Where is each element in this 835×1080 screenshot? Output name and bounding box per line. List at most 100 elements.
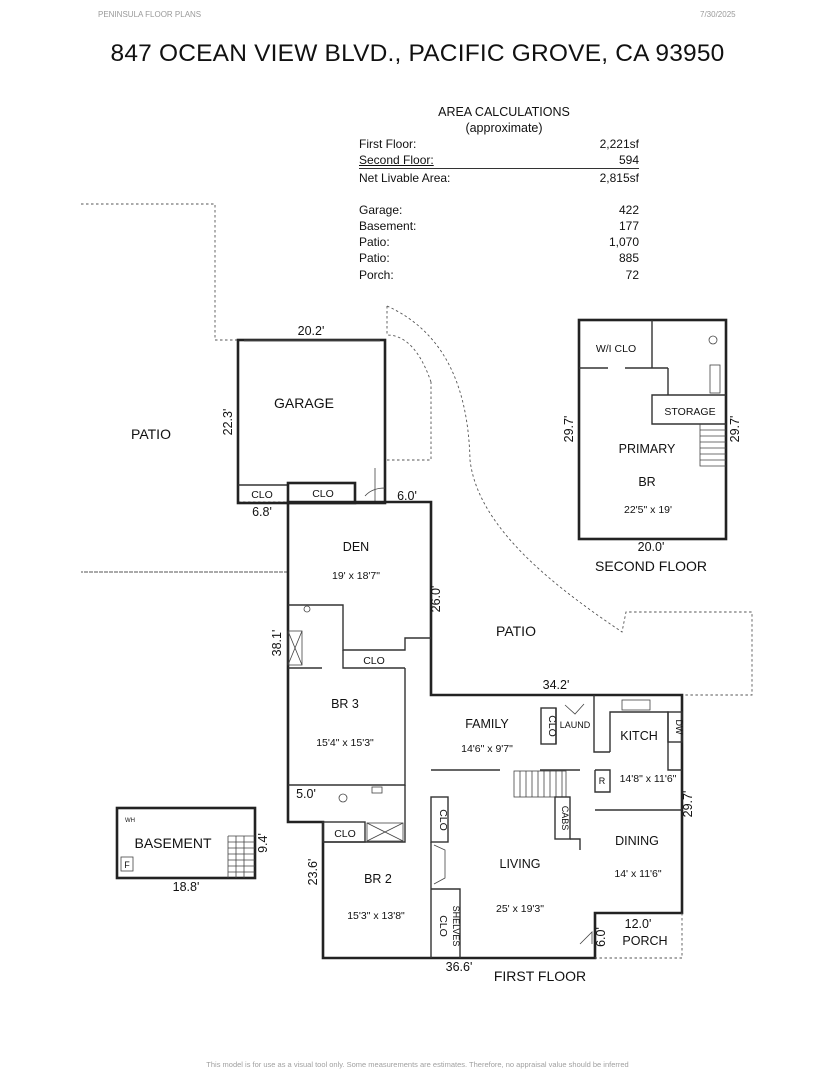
dim-36-6: 36.6' bbox=[446, 960, 473, 974]
tub-second bbox=[709, 364, 721, 394]
den-label: DEN bbox=[343, 540, 369, 554]
hall-tub-x bbox=[366, 822, 404, 842]
area-row-porch: Porch: 72 bbox=[359, 268, 639, 283]
dining-size: 14' x 11'6" bbox=[614, 868, 662, 880]
cabinets-label: CABS bbox=[560, 806, 570, 831]
area-row-first-floor: First Floor: 2,221sf bbox=[359, 137, 639, 152]
entry-door-swing bbox=[364, 468, 386, 502]
area-calculations-heading: AREA CALCULATIONS (approximate) bbox=[404, 104, 604, 136]
area-value: 594 bbox=[618, 153, 639, 167]
toilet-hall bbox=[338, 793, 348, 803]
living-size: 25' x 19'3" bbox=[496, 903, 544, 915]
area-row-second-floor: Second Floor: 594 bbox=[359, 153, 639, 169]
kitchen-sink bbox=[621, 699, 651, 711]
porch-outline bbox=[595, 913, 683, 959]
area-value: 2,815sf bbox=[599, 171, 639, 185]
area-value: 177 bbox=[618, 219, 639, 233]
fridge-label: R bbox=[599, 776, 606, 786]
property-address: 847 OCEAN VIEW BLVD., PACIFIC GROVE, CA … bbox=[110, 40, 725, 67]
br2-closet-label: CLO bbox=[334, 828, 356, 840]
dishwasher-label: DW bbox=[674, 720, 684, 735]
laundry-label: LAUND bbox=[560, 720, 591, 730]
dim-26-0: 26.0' bbox=[429, 586, 443, 613]
family-size: 14'6" x 9'7" bbox=[461, 743, 513, 755]
second-floor-label: SECOND FLOOR bbox=[595, 558, 707, 574]
br2-size: 15'3" x 13'8" bbox=[347, 910, 405, 922]
br3-walls bbox=[288, 668, 406, 786]
dim-6-0-entry: 6.0' bbox=[397, 489, 417, 503]
shelves-label: SHELVES bbox=[451, 906, 461, 947]
primary-size: 22'5" x 19' bbox=[624, 504, 672, 516]
area-value: 72 bbox=[625, 268, 639, 282]
dim-23-6: 23.6' bbox=[306, 859, 320, 886]
living-dining-wall bbox=[570, 838, 581, 850]
br3-size: 15'4" x 15'3" bbox=[316, 737, 374, 749]
primary-label: PRIMARY bbox=[619, 442, 676, 456]
dim-12-0: 12.0' bbox=[625, 917, 652, 931]
front-door-swing bbox=[579, 931, 593, 945]
garage-walls bbox=[236, 338, 387, 505]
interior-stairs bbox=[513, 770, 567, 798]
area-value: 885 bbox=[618, 251, 639, 265]
area-label: Basement: bbox=[359, 219, 417, 233]
wic-label: W/I CLO bbox=[596, 343, 636, 355]
den-closet-label: CLO bbox=[363, 655, 385, 667]
living-closet-walls bbox=[430, 842, 461, 958]
dim-34-2: 34.2' bbox=[543, 678, 570, 692]
dim-6-8: 6.8' bbox=[252, 505, 272, 519]
br2-label: BR 2 bbox=[364, 872, 392, 886]
area-label: Second Floor: bbox=[359, 153, 434, 167]
br-label: BR bbox=[638, 475, 655, 489]
patio-east-label: PATIO bbox=[496, 623, 536, 639]
shower-x bbox=[287, 630, 303, 666]
area-row-basement: Basement: 177 bbox=[359, 219, 639, 234]
hall-tub bbox=[366, 822, 404, 842]
dim-6-0-porch: 6.0' bbox=[594, 927, 608, 947]
area-label: Patio: bbox=[359, 235, 390, 249]
area-label: Garage: bbox=[359, 203, 403, 217]
garage-label: GARAGE bbox=[274, 395, 334, 411]
second-floor-stairs bbox=[699, 424, 726, 467]
water-heater-label: WH bbox=[125, 818, 135, 824]
first-floor-label: FIRST FLOOR bbox=[494, 968, 586, 984]
company-name: PENINSULA FLOOR PLANS bbox=[98, 10, 202, 19]
furnace bbox=[120, 856, 134, 872]
living-closet-label: CLO bbox=[437, 915, 449, 937]
basement-label: BASEMENT bbox=[134, 835, 211, 851]
garage-depth-dim: 22.3' bbox=[221, 409, 235, 436]
area-label: First Floor: bbox=[359, 137, 417, 151]
porch-label: PORCH bbox=[622, 934, 667, 948]
area-calculations-title: AREA CALCULATIONS bbox=[438, 105, 570, 119]
family-label: FAMILY bbox=[465, 717, 509, 731]
dim-29-7-first: 29.7' bbox=[681, 791, 695, 818]
area-label: Net Livable Area: bbox=[359, 171, 451, 185]
hall-closet-label: CLO bbox=[437, 809, 449, 831]
storage-label: STORAGE bbox=[664, 406, 715, 418]
area-label: Porch: bbox=[359, 268, 394, 282]
area-row-patio-2: Patio: 885 bbox=[359, 251, 639, 266]
shower bbox=[287, 630, 303, 666]
family-closet-label: CLO bbox=[546, 715, 558, 737]
garage-width-dim: 20.2' bbox=[298, 324, 325, 338]
first-floor-walls bbox=[286, 500, 684, 960]
second-floor-interior-walls bbox=[579, 320, 726, 425]
garage-closet-2-label: CLO bbox=[312, 488, 334, 500]
den-bath-wall bbox=[288, 604, 431, 651]
sink-hall bbox=[371, 786, 383, 794]
living-label: LIVING bbox=[500, 857, 541, 871]
second-width-dim: 20.0' bbox=[638, 540, 665, 554]
dim-5-0: 5.0' bbox=[296, 787, 316, 801]
basement-width-dim: 18.8' bbox=[173, 880, 200, 894]
den-size: 19' x 18'7" bbox=[332, 570, 380, 582]
kitchen-walls bbox=[594, 711, 682, 811]
area-row-garage: Garage: 422 bbox=[359, 203, 639, 218]
kitchen-label: KITCH bbox=[620, 729, 658, 743]
area-value: 2,221sf bbox=[599, 137, 639, 151]
kitchen-size: 14'8" x 11'6" bbox=[620, 773, 677, 785]
patio-west-label: PATIO bbox=[131, 426, 171, 442]
patio-east-outline bbox=[386, 305, 753, 696]
second-dim-left: 29.7' bbox=[562, 416, 576, 443]
basement-depth-dim: 9.4' bbox=[256, 833, 270, 853]
basement-stairs bbox=[227, 835, 255, 878]
